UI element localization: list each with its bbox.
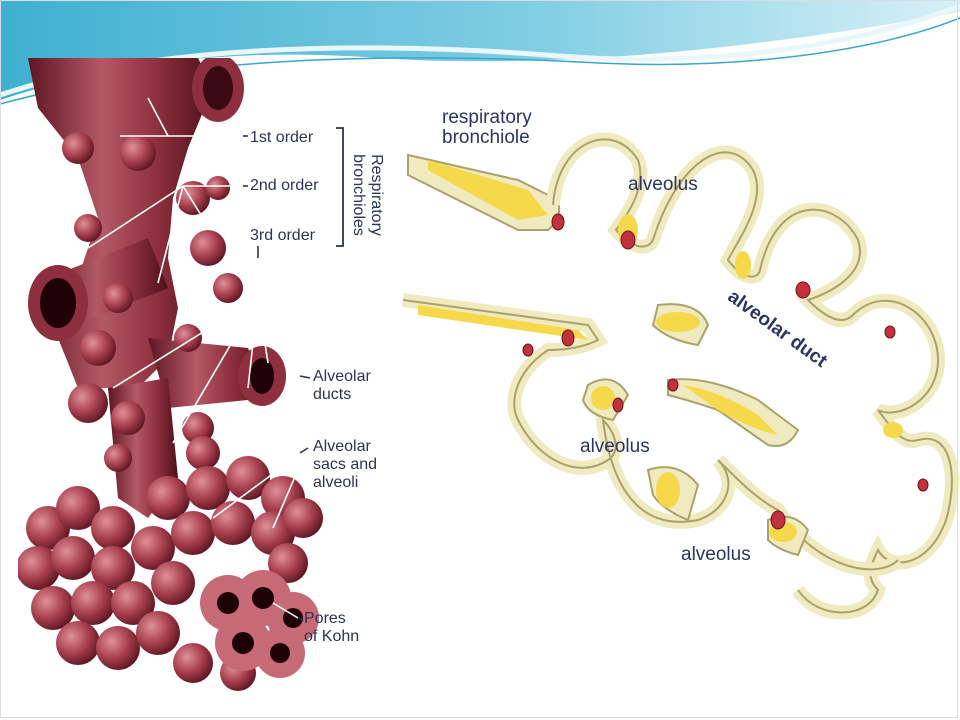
label-respiratory-bronchioles: Respiratory bronchioles [350, 154, 385, 236]
label-respiratory-bronchiole: respiratory bronchiole [442, 107, 532, 148]
label-leader-lines [243, 135, 311, 621]
label-3rd-order: 3rd order [250, 227, 315, 244]
label-pores-of-kohn: Pores of Kohn [304, 610, 360, 645]
label-alveolus-bottom: alveolus [681, 544, 751, 565]
label-2nd-order: 2nd order [250, 177, 319, 194]
label-1st-order: 1st order [250, 129, 314, 146]
bronchiole-tree-panel: 1st order 2nd order 3rd order Respirator… [16, 54, 398, 703]
respiratory-bronchioles-bracket [336, 127, 344, 247]
alveolar-duct-cross-section [402, 132, 959, 620]
alveolar-sac-cluster [16, 456, 323, 691]
capillary-red-cells [522, 213, 929, 530]
label-alveolus-middle: alveolus [580, 436, 650, 457]
label-alveolar-sacs-and-alveoli: Alveolar sacs and alveoli [313, 438, 378, 491]
pores-of-kohn-cutaway [200, 570, 319, 678]
label-alveolus-top: alveolus [628, 174, 698, 195]
alveolar-section-panel: respiratory bronchiole alveolus alveolar… [398, 100, 960, 620]
bronchiole-tree-illustration [16, 54, 344, 691]
label-alveolar-ducts: Alveolar ducts [313, 368, 371, 403]
